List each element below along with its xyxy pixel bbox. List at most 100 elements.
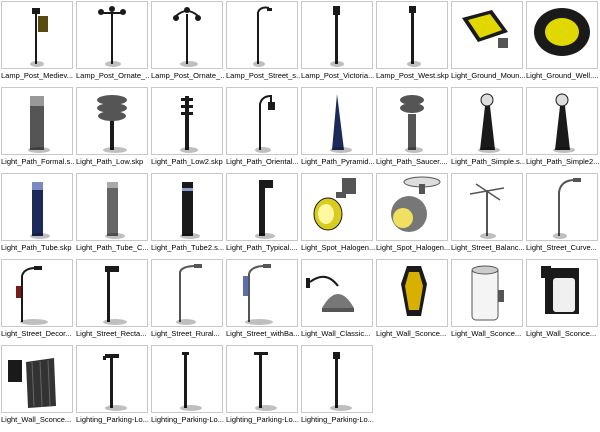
file-name-label: Light_Wall_Sconce... [526,329,597,338]
file-tile[interactable]: Light_Path_Formal.s... [0,86,75,172]
ground-mount-light-icon [451,1,523,69]
file-tile[interactable]: Light_Path_Oriental... [225,86,300,172]
file-name-label: Light_Path_Tube2.s... [151,243,225,252]
file-tile[interactable]: Light_Path_Low.skp [75,86,150,172]
wall-sconce-icon [1,345,73,413]
file-name-label: Light_Path_Pyramid... [301,157,375,166]
file-tile[interactable]: Lamp_Post_Mediev... [0,0,75,86]
classic-wall-light-icon [301,259,373,327]
file-tile[interactable]: Light_Wall_Sconce... [375,258,450,344]
file-name-label: Light_Spot_Halogen... [301,243,375,252]
file-name-label: Light_Street_Rural... [151,329,220,338]
file-tile[interactable]: Light_Wall_Sconce... [450,258,525,344]
file-tile[interactable]: Lamp_Post_Street_s... [225,0,300,86]
parking-lot-light-icon [76,345,148,413]
decor-street-light-icon [1,259,73,327]
file-tile[interactable]: Light_Path_Simple.s... [450,86,525,172]
file-name-label: Lamp_Post_Victoria... [301,71,375,80]
file-name-label: Lamp_Post_Ornate_... [151,71,225,80]
file-name-label: Light_Path_Low2.skp [151,157,223,166]
file-name-label: Lighting_Parking-Lo... [76,415,149,424]
file-name-label: Light_Path_Simple.s... [451,157,525,166]
file-tile[interactable]: Light_Street_Decor... [0,258,75,344]
file-tile[interactable]: Lamp_Post_Ornate_... [75,0,150,86]
file-name-label: Light_Path_Typical.... [226,243,298,252]
file-name-label: Light_Path_Formal.s... [1,157,75,166]
tube-path-light-icon [151,173,223,241]
file-tile[interactable]: Light_Street_Rural... [150,258,225,344]
file-tile[interactable]: Lamp_Post_West.skp [375,0,450,86]
wall-sconce-icon [526,259,598,327]
street-lamp-post-icon [226,1,298,69]
file-tile[interactable]: Light_Path_Tube_C... [75,172,150,258]
file-name-label: Light_Wall_Sconce... [451,329,522,338]
file-name-label: Light_Street_Recta... [76,329,147,338]
saucer-path-light-icon [376,87,448,155]
file-name-label: Light_Path_Oriental... [226,157,299,166]
file-tile[interactable]: Lamp_Post_Victoria... [300,0,375,86]
file-name-label: Lighting_Parking-Lo... [301,415,374,424]
file-name-label: Light_Street_Curve... [526,243,597,252]
file-tile[interactable]: Light_Spot_Halogen... [300,172,375,258]
file-tile[interactable]: Light_Path_Low2.skp [150,86,225,172]
wall-sconce-icon [376,259,448,327]
ornate-lamp-post-icon [76,1,148,69]
file-tile[interactable]: Light_Path_Tube2.s... [150,172,225,258]
file-name-label: Light_Ground_Moun... [451,71,525,80]
file-name-label: Light_Path_Tube.skp [1,243,72,252]
banner-street-light-icon [226,259,298,327]
file-name-label: Light_Street_Balanc... [451,243,525,252]
wall-sconce-icon [451,259,523,327]
rural-street-light-icon [151,259,223,327]
file-tile[interactable]: Light_Street_Balanc... [450,172,525,258]
file-tile[interactable]: Light_Spot_Halogen... [375,172,450,258]
file-name-label: Lamp_Post_West.skp [376,71,449,80]
file-name-label: Light_Wall_Sconce... [376,329,447,338]
file-name-label: Lighting_Parking-Lo... [226,415,299,424]
file-name-label: Light_Wall_Sconce... [1,415,72,424]
oriental-path-light-icon [226,87,298,155]
file-tile[interactable]: Light_Path_Saucer.... [375,86,450,172]
balanced-street-light-icon [451,173,523,241]
file-tile[interactable]: Light_Street_withBa... [225,258,300,344]
file-tile[interactable]: Lighting_Parking-Lo... [150,344,225,430]
tube-path-light-icon [1,173,73,241]
file-name-label: Lighting_Parking-Lo... [151,415,224,424]
simple-path-light-icon [451,87,523,155]
file-tile[interactable]: Light_Street_Curve... [525,172,600,258]
file-tile[interactable]: Lighting_Parking-Lo... [75,344,150,430]
file-tile[interactable]: Light_Path_Pyramid... [300,86,375,172]
parking-lot-light-icon [226,345,298,413]
file-name-label: Light_Path_Low.skp [76,157,144,166]
file-tile[interactable]: Lighting_Parking-Lo... [300,344,375,430]
file-tile[interactable]: Light_Wall_Sconce... [0,344,75,430]
file-name-label: Lamp_Post_Street_s... [226,71,300,80]
pyramid-path-light-icon [301,87,373,155]
file-tile[interactable]: Light_Street_Recta... [75,258,150,344]
file-name-label: Lamp_Post_Mediev... [1,71,73,80]
parking-lot-light-icon [301,345,373,413]
file-tile[interactable]: Light_Ground_Well.... [525,0,600,86]
file-tile[interactable]: Lighting_Parking-Lo... [225,344,300,430]
file-name-label: Light_Ground_Well.... [526,71,599,80]
file-tile[interactable]: Light_Ground_Moun... [450,0,525,86]
ground-well-light-icon [526,1,598,69]
file-tile[interactable]: Lamp_Post_Ornate_... [150,0,225,86]
file-tile[interactable]: Light_Path_Typical.... [225,172,300,258]
victorian-lamp-post-icon [301,1,373,69]
halogen-spot-light-icon [376,173,448,241]
file-name-label: Light_Street_withBa... [226,329,300,338]
rectangular-street-light-icon [76,259,148,327]
file-tile[interactable]: Light_Path_Simple2.... [525,86,600,172]
curved-street-light-icon [526,173,598,241]
file-name-label: Lamp_Post_Ornate_... [76,71,150,80]
tube-path-light-icon [76,173,148,241]
file-name-label: Light_Street_Decor... [1,329,72,338]
ornate-lamp-post-icon [151,1,223,69]
file-tile[interactable]: Light_Wall_Sconce... [525,258,600,344]
file-tile[interactable]: Light_Path_Tube.skp [0,172,75,258]
file-name-label: Light_Spot_Halogen... [376,243,450,252]
file-tile[interactable]: Light_Wall_Classic... [300,258,375,344]
file-name-label: Light_Wall_Classic... [301,329,371,338]
